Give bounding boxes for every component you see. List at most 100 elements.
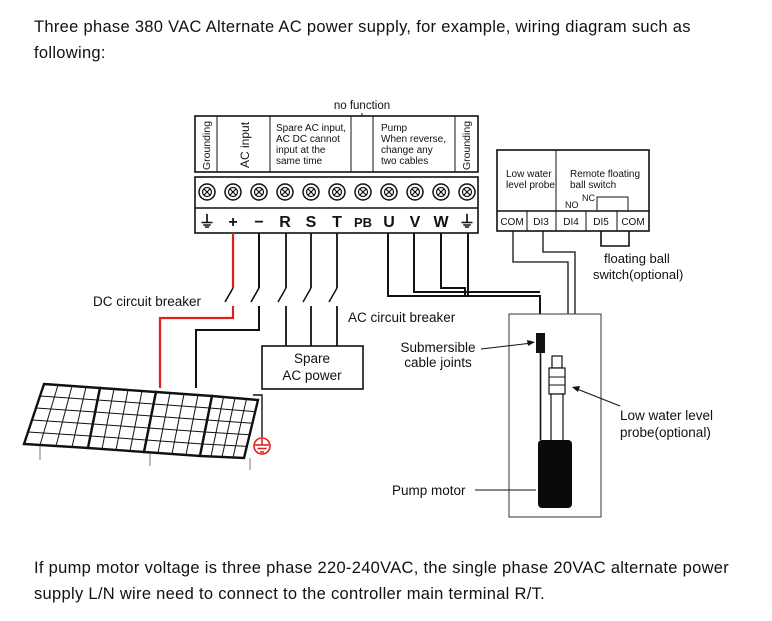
terminal-header-box: Grounding AC input Spare AC input, AC DC… bbox=[194, 115, 479, 173]
solar-panel-grid-line bbox=[27, 431, 91, 437]
di5-label: DI5 bbox=[593, 217, 609, 228]
spare-ac-power-box: Spare AC power bbox=[261, 345, 364, 390]
grounding-right-label: Grounding bbox=[461, 121, 473, 170]
terminal-screw-head bbox=[227, 186, 239, 198]
terminal-screw-slot bbox=[463, 188, 471, 196]
terminal-screw-head bbox=[383, 186, 395, 198]
nc-label: NC bbox=[582, 193, 595, 203]
spare-label-2: AC DC cannot bbox=[276, 134, 340, 145]
terminal-screw-head bbox=[331, 186, 343, 198]
pump-motor-label: Pump motor bbox=[392, 483, 466, 498]
floating-ball-label-1: floating ball bbox=[604, 251, 670, 266]
ac-input-label: AC input bbox=[238, 121, 252, 168]
dc-positive-wire bbox=[158, 233, 235, 388]
terminal-label: W bbox=[433, 214, 449, 231]
terminal-label: T bbox=[332, 214, 342, 231]
terminal-screw-head bbox=[305, 186, 317, 198]
spare-ac-label-2: AC power bbox=[282, 368, 342, 383]
solar-panel-grid-line bbox=[129, 390, 143, 452]
solar-panel-grid-line bbox=[232, 398, 247, 458]
solar-panel-grid-line bbox=[97, 399, 154, 405]
solar-panel-grid-line bbox=[55, 385, 73, 447]
dc-negative-wire bbox=[195, 233, 260, 388]
cable-joints-label-1: Submersible bbox=[400, 340, 475, 355]
solar-panel-grid-line bbox=[157, 392, 171, 454]
terminal-screw-head bbox=[357, 186, 369, 198]
dc-breaker-label: DC circuit breaker bbox=[93, 294, 202, 309]
solar-panel-grid-line bbox=[148, 427, 205, 433]
terminal-screw-slot bbox=[229, 188, 237, 196]
pump-label-3: change any bbox=[381, 145, 433, 156]
terminal-screw-slot bbox=[281, 188, 289, 196]
pump-label-4: two cables bbox=[381, 156, 428, 167]
solar-panel-grid-line bbox=[95, 411, 152, 417]
terminal-screw-head bbox=[201, 186, 213, 198]
grounding-left-label: Grounding bbox=[201, 121, 213, 170]
solar-panel-grid-line bbox=[210, 396, 224, 457]
terminal-screws bbox=[198, 183, 476, 201]
solar-panel-grid-line bbox=[209, 407, 256, 413]
terminal-label: U bbox=[383, 214, 395, 231]
terminal-screw-slot bbox=[359, 188, 367, 196]
pump-motor bbox=[538, 440, 572, 508]
di-com-1-label: COM bbox=[500, 217, 523, 228]
terminal-screw-slot bbox=[255, 188, 263, 196]
solar-panel-grid-line bbox=[92, 423, 149, 429]
no-function-label: no function bbox=[334, 100, 390, 112]
terminal-screw-slot bbox=[203, 188, 211, 196]
terminal-screw-slot bbox=[437, 188, 445, 196]
terminal-screw-head bbox=[461, 186, 473, 198]
solar-panel-grid-line bbox=[90, 435, 147, 441]
solar-panel-grid-line bbox=[207, 419, 253, 424]
solar-panel-grid-line bbox=[171, 393, 185, 455]
floating-ball-label-2: switch(optional) bbox=[593, 267, 683, 282]
solar-panel bbox=[22, 382, 102, 450]
remote-float-label-1: Remote floating bbox=[570, 169, 640, 180]
terminal-screw-slot bbox=[333, 188, 341, 196]
outro-paragraph: If pump motor voltage is three phase 220… bbox=[34, 559, 730, 603]
terminal-screw-slot bbox=[307, 188, 315, 196]
pump-label-1: Pump bbox=[381, 123, 408, 134]
cable-joints-label-2: cable joints bbox=[404, 355, 472, 370]
terminal-screw-slot bbox=[411, 188, 419, 196]
di-com-2-label: COM bbox=[621, 217, 644, 228]
solar-panel-grid-line bbox=[71, 386, 87, 448]
intro-paragraph: Three phase 380 VAC Alternate AC power s… bbox=[34, 18, 691, 62]
terminal-label: V bbox=[410, 214, 421, 231]
low-probe-label-1: Low water level bbox=[620, 408, 713, 423]
solar-panel-grid-line bbox=[101, 388, 115, 450]
terminal-label: R bbox=[279, 214, 291, 231]
no-label: NO bbox=[565, 200, 579, 210]
ground-symbol bbox=[253, 394, 271, 455]
remote-float-label-2: ball switch bbox=[570, 180, 616, 191]
solar-panel-grid-line bbox=[204, 431, 250, 436]
low-probe-label-2: probe(optional) bbox=[620, 425, 711, 440]
di3-label: DI3 bbox=[533, 217, 549, 228]
terminal-label: ⏚ bbox=[199, 213, 215, 231]
solar-panel-grid-line bbox=[39, 395, 98, 401]
ac-input-wires bbox=[277, 233, 338, 346]
terminal-screw-head bbox=[409, 186, 421, 198]
low-water-probe bbox=[548, 355, 566, 445]
di4-label: DI4 bbox=[563, 217, 579, 228]
low-water-label-2: level probe bbox=[506, 180, 555, 191]
signal-terminal-block: Low water level probe Remote floating ba… bbox=[496, 149, 650, 232]
solar-panel-grid-line bbox=[146, 439, 203, 445]
solar-panel-grid-line bbox=[31, 419, 93, 425]
solar-panel-grid-line bbox=[35, 407, 96, 413]
ac-breaker-label: AC circuit breaker bbox=[348, 310, 456, 325]
spare-label-4: same time bbox=[276, 156, 323, 167]
solar-panel-grid-line bbox=[202, 443, 247, 447]
solar-panel-grid-line bbox=[221, 397, 236, 458]
solar-panel-grid-line bbox=[185, 394, 199, 456]
terminal-screw-head bbox=[253, 186, 265, 198]
floating-ball-wire bbox=[600, 231, 630, 247]
terminal-label: − bbox=[254, 214, 263, 231]
spare-label-1: Spare AC input, bbox=[276, 123, 346, 134]
terminal-label: S bbox=[306, 214, 317, 231]
cable-joint bbox=[536, 333, 545, 353]
terminal-label: + bbox=[228, 214, 237, 231]
pump-label-2: When reverse, bbox=[381, 134, 446, 145]
